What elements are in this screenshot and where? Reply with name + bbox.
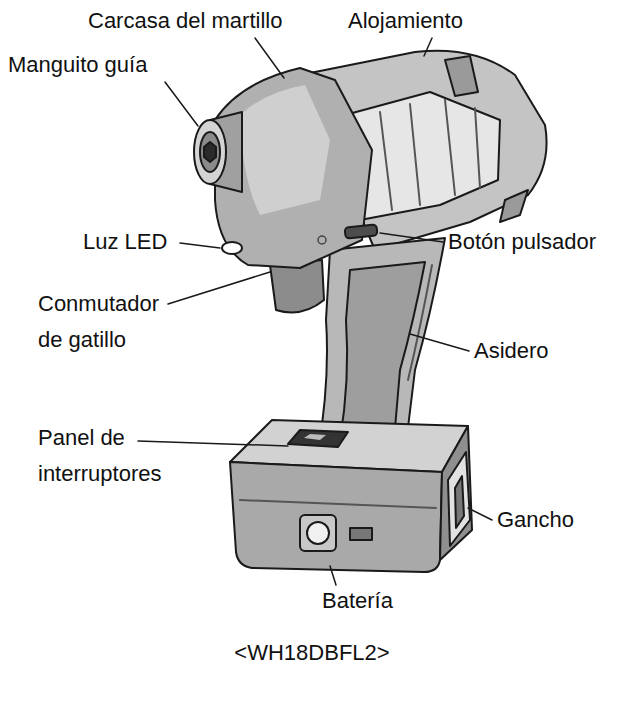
hook [448,452,470,546]
leader-line [255,38,284,78]
part-label: Gancho [497,507,574,533]
grip [318,238,445,452]
battery-indicator [300,515,336,551]
part-label: Conmutador de gatillo [38,286,183,358]
part-label: Manguito guía [8,52,147,78]
leader-line [410,334,469,351]
push-button [345,224,378,238]
housing-fin [500,190,528,222]
leader-line [424,38,432,56]
part-label: Luz LED [83,229,167,255]
battery-side [440,426,472,560]
grip-edge [408,265,432,380]
part-label: Panel de interruptores [38,420,183,492]
model-caption: <WH18DBFL2> [0,640,624,666]
switch-panel [288,430,348,447]
battery-indicator-button [307,522,329,544]
grip-insert [340,262,425,440]
leader-line [168,272,270,304]
guide-sleeve-front [194,120,226,184]
leader-line [468,508,492,520]
hook-slot [455,476,464,528]
part-label: Botón pulsador [448,229,596,255]
part-label: Asidero [474,338,549,364]
housing-fin [445,56,478,96]
hammer-case-highlight [240,85,330,215]
leader-line [180,243,220,248]
hex-socket [204,142,216,162]
part-label: Carcasa del martillo [88,8,282,34]
guide-sleeve-ring [200,132,220,172]
battery-front [230,462,442,572]
leader-line [330,566,336,585]
led-light [222,242,242,254]
part-label: Batería [322,588,393,614]
leader-line [165,82,198,126]
housing-vents [380,100,480,210]
part-label: Alojamiento [348,8,463,34]
button-icon [318,236,326,244]
leader-line [380,233,443,242]
battery-slot [350,528,372,540]
leader-line [138,441,288,446]
switch-key [304,434,326,440]
battery-ridge [240,500,436,508]
